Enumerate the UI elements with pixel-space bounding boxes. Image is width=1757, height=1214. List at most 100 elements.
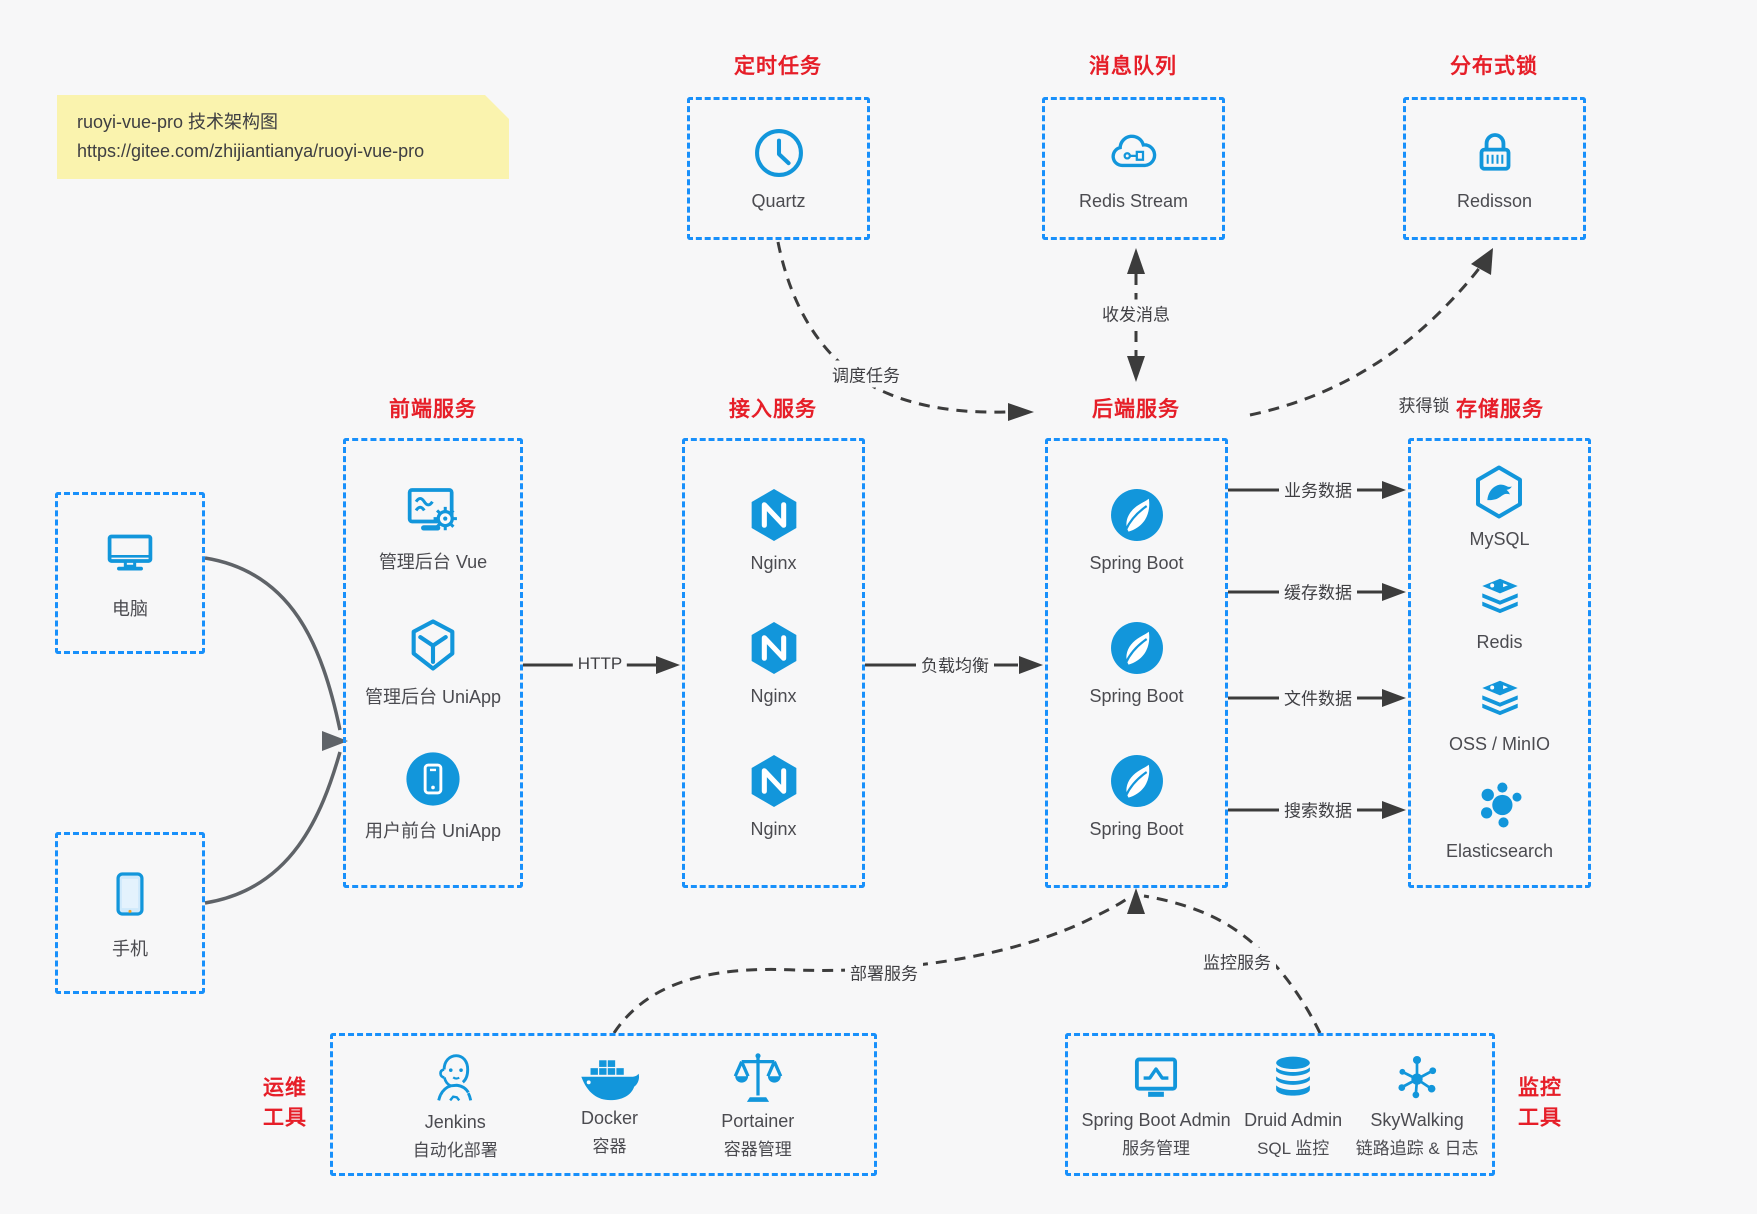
- edge-label-monitor: 监控服务: [1198, 947, 1276, 975]
- group-title-message-queue: 消息队列: [1089, 54, 1177, 78]
- edge-label-cache-data: 缓存数据: [1279, 577, 1357, 605]
- clock-icon: [752, 126, 806, 180]
- client-arrowhead: [322, 731, 348, 751]
- node-label-spring-boot-1: Spring Boot: [1089, 553, 1184, 573]
- message-up-arrowhead: [1127, 248, 1145, 274]
- node-sublabel-portainer: 容器管理: [723, 1139, 792, 1159]
- box-message-queue: Redis Stream: [1042, 97, 1225, 240]
- note-title: ruoyi-vue-pro 技术架构图: [77, 112, 279, 132]
- group-title-ops-tools: 运维 工具: [263, 1074, 307, 1135]
- node-elasticsearch: Elasticsearch: [1446, 778, 1553, 862]
- node-redis: Redis: [1473, 573, 1527, 653]
- biz-data-arrowhead: [1382, 481, 1406, 499]
- edge-label-biz-data: 业务数据: [1279, 475, 1357, 503]
- box-ops-tools: Jenkins 自动化部署 Docker 容器 Portainer 容器管理: [330, 1033, 877, 1176]
- node-portainer: Portainer 容器管理: [721, 1050, 794, 1160]
- node-label-druid-admin: Druid Admin: [1244, 1109, 1343, 1130]
- box-backend-services: Spring Boot Spring Boot Spring Boot: [1045, 438, 1228, 888]
- edge-label-search-data: 搜索数据: [1279, 795, 1357, 823]
- node-spring-boot-1: Spring Boot: [1089, 486, 1184, 574]
- redis-icon: [1473, 573, 1527, 623]
- node-label-spring-boot-admin: Spring Boot Admin: [1081, 1109, 1231, 1130]
- search-data-arrowhead: [1382, 801, 1406, 819]
- druid-icon: [1266, 1051, 1320, 1105]
- node-label-oss-minio: OSS / MinIO: [1448, 734, 1551, 755]
- sticky-note: ruoyi-vue-pro 技术架构图 https://gitee.com/zh…: [57, 95, 509, 179]
- http-arrowhead: [656, 656, 680, 674]
- spring-boot-icon: [1108, 486, 1166, 544]
- node-label-mysql: MySQL: [1469, 528, 1530, 549]
- node-label-nginx-2: Nginx: [750, 686, 797, 706]
- lock-icon: [1468, 126, 1522, 180]
- cache-data-arrowhead: [1382, 583, 1406, 601]
- note-fold-corner: [485, 95, 509, 119]
- edge-desktop-to-frontend: [204, 556, 342, 731]
- docker-icon: [577, 1053, 641, 1103]
- node-label-skywalking: SkyWalking: [1370, 1109, 1464, 1130]
- node-sublabel-jenkins: 自动化部署: [412, 1140, 498, 1160]
- solid-arrowheads: [656, 481, 1406, 819]
- note-url: https://gitee.com/zhijiantianya/ruoyi-vu…: [77, 140, 425, 161]
- node-admin-uniapp: 管理后台 UniApp: [365, 616, 501, 709]
- edge-label-lock: 获得锁: [1393, 390, 1455, 418]
- group-title-monitor-tools: 监控 工具: [1518, 1074, 1562, 1135]
- box-frontend-services: 管理后台 Vue 管理后台 UniApp 用户前台 UniApp: [343, 438, 523, 888]
- monitor-title-line2: 工具: [1518, 1107, 1562, 1130]
- nginx-icon: [745, 486, 803, 544]
- node-nginx-2: Nginx: [745, 619, 803, 707]
- box-monitor-tools: Spring Boot Admin 服务管理 Druid Admin SQL 监…: [1065, 1033, 1495, 1176]
- node-spring-boot-3: Spring Boot: [1089, 752, 1184, 840]
- node-label-jenkins: Jenkins: [424, 1111, 486, 1132]
- phone-icon: [104, 866, 156, 922]
- admin-vue-icon: [402, 483, 464, 539]
- edge-label-schedule: 调度任务: [827, 360, 905, 388]
- node-label-nginx-3: Nginx: [750, 819, 797, 839]
- node-nginx-1: Nginx: [745, 486, 803, 574]
- oss-icon: [1473, 675, 1527, 725]
- group-title-scheduled-tasks: 定时任务: [734, 54, 822, 78]
- group-title-storage: 存储服务: [1456, 397, 1544, 421]
- node-skywalking: SkyWalking 链路追踪 & 日志: [1356, 1051, 1478, 1159]
- box-distributed-lock: Redisson: [1403, 97, 1586, 240]
- node-label-quartz: Quartz: [751, 190, 806, 211]
- edge-label-message: 收发消息: [1097, 299, 1175, 327]
- node-sublabel-docker: 容器: [592, 1136, 627, 1156]
- uniapp-cube-icon: [404, 616, 462, 674]
- nginx-icon: [745, 752, 803, 810]
- lock-arrowhead: [1471, 248, 1493, 275]
- spring-boot-icon: [1108, 752, 1166, 810]
- ops-title-line1: 运维: [263, 1076, 307, 1100]
- node-label-redis: Redis: [1476, 631, 1523, 652]
- group-title-backend: 后端服务: [1092, 397, 1180, 421]
- node-docker: Docker 容器: [577, 1053, 641, 1157]
- edge-label-file-data: 文件数据: [1279, 683, 1357, 711]
- group-title-access: 接入服务: [729, 397, 817, 421]
- load-balance-arrowhead: [1019, 656, 1043, 674]
- node-label-nginx-1: Nginx: [750, 553, 797, 573]
- user-app-icon: [404, 750, 462, 808]
- ops-title-line2: 工具: [263, 1107, 307, 1130]
- box-storage-services: MySQL Redis OSS / MinIO Elasticsearch: [1408, 438, 1591, 888]
- edge-label-http: HTTP: [572, 653, 628, 675]
- box-client-phone: 手机: [55, 832, 205, 994]
- skywalking-icon: [1390, 1051, 1444, 1105]
- node-sublabel-druid-admin: SQL 监控: [1257, 1138, 1330, 1158]
- edge-phone-to-frontend: [204, 751, 342, 905]
- mysql-icon: [1471, 464, 1527, 520]
- node-label-elasticsearch: Elasticsearch: [1445, 841, 1554, 862]
- node-label-redisson: Redisson: [1456, 190, 1533, 211]
- dashed-arrowheads: [1008, 248, 1493, 914]
- box-scheduled-tasks: Quartz: [687, 97, 870, 240]
- node-label-desktop: 电脑: [112, 598, 148, 619]
- box-client-desktop: 电脑: [55, 492, 205, 654]
- client-curves: [204, 556, 342, 905]
- node-label-docker: Docker: [580, 1107, 638, 1128]
- deploy-monitor-arrowhead: [1127, 888, 1145, 914]
- node-user-uniapp: 用户前台 UniApp: [365, 750, 501, 843]
- nginx-icon: [745, 619, 803, 677]
- edge-lock-curve: [1249, 255, 1490, 417]
- box-access-services: Nginx Nginx Nginx: [682, 438, 865, 888]
- file-data-arrowhead: [1382, 689, 1406, 707]
- portainer-icon: [730, 1050, 786, 1106]
